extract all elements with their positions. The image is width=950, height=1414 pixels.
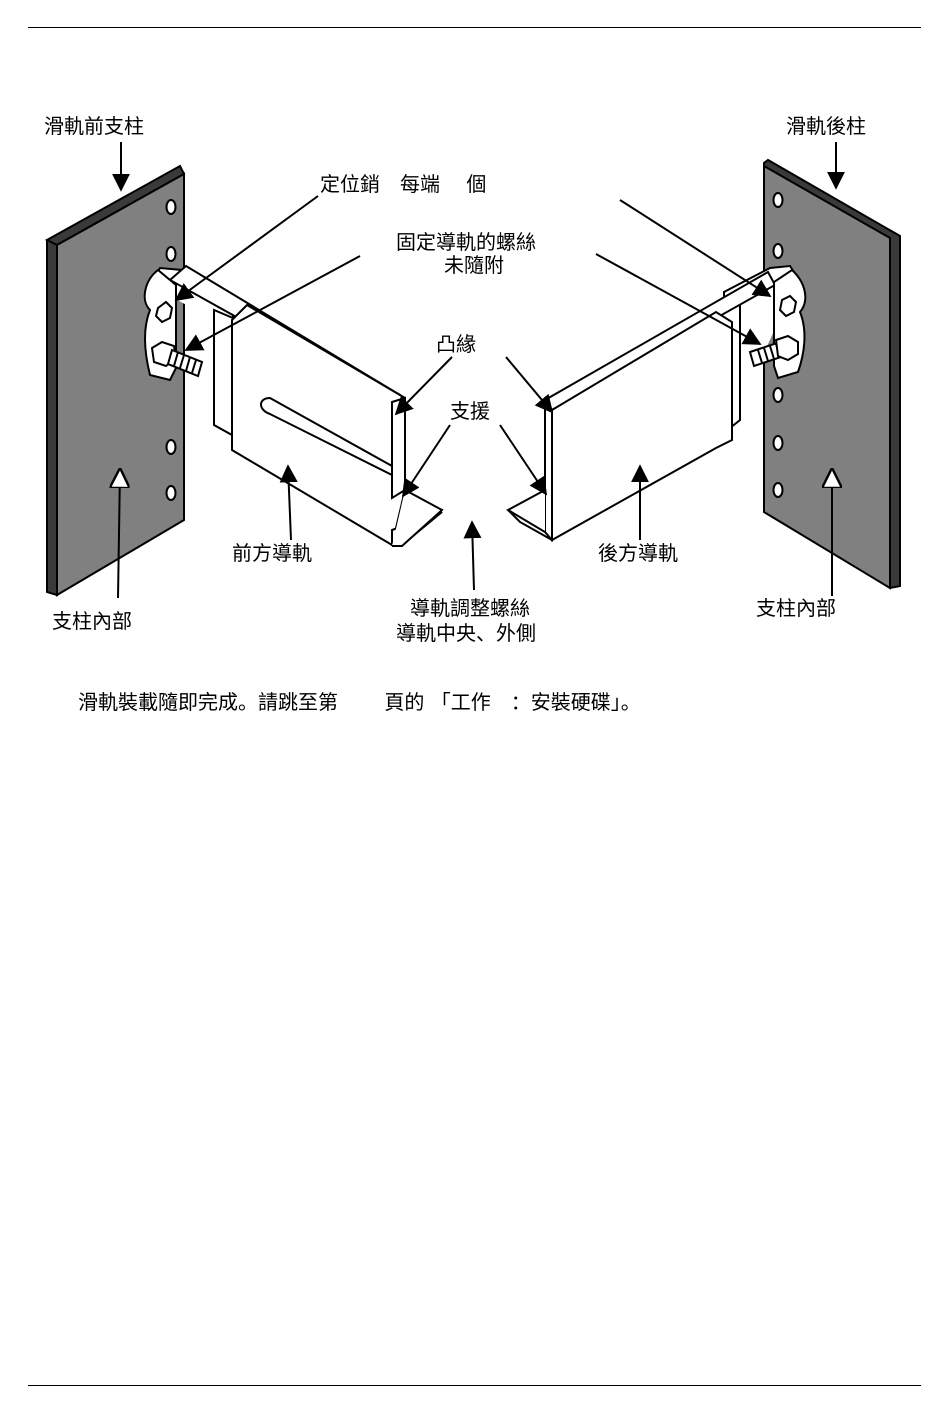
rail-installation-diagram: 滑軌前支柱 滑軌後柱 定位銷 每端 個 固定導軌的螺絲 未隨附 凸緣 支援 前方…	[0, 0, 950, 680]
right-locating-pin	[780, 296, 796, 316]
label-support: 支援	[450, 399, 490, 423]
front-post	[47, 166, 184, 595]
label-adjust-screws-2: 導軌中央、外側	[396, 621, 536, 645]
bottom-rule	[28, 1385, 921, 1386]
label-rear-rail: 後方導軌	[598, 541, 678, 565]
label-front-rail: 前方導軌	[232, 541, 312, 565]
label-post-inside-right: 支柱內部	[756, 596, 836, 620]
label-flange: 凸緣	[436, 332, 476, 356]
label-rear-post: 滑軌後柱	[786, 114, 866, 138]
label-locating-pins: 定位銷 每端 個	[320, 172, 486, 196]
rear-rail	[508, 266, 805, 540]
label-post-inside-left: 支柱內部	[52, 609, 132, 633]
label-adjust-screws-1: 導軌調整螺絲	[410, 596, 530, 620]
label-rail-screws-2: 未隨附	[444, 253, 504, 277]
label-front-post: 滑軌前支柱	[44, 114, 144, 138]
front-rail	[145, 266, 442, 546]
instruction-caption: 滑軌裝載隨即完成。請跳至第 頁的 「工作 ：安裝硬碟」。	[78, 686, 641, 715]
label-rail-screws-1: 固定導軌的螺絲	[396, 230, 536, 254]
